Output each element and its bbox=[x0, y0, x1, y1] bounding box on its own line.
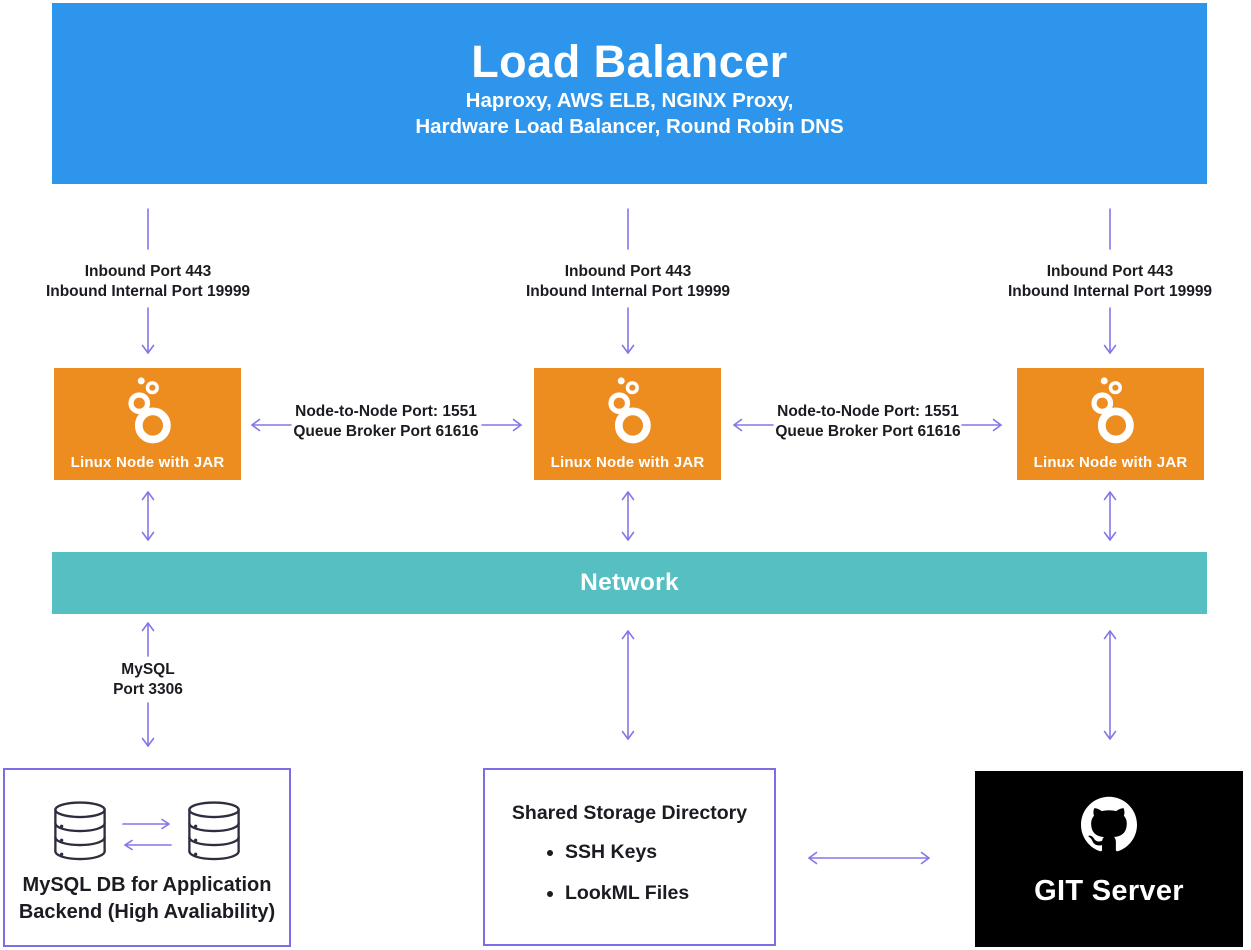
db-replication-cluster bbox=[5, 800, 289, 869]
mysql-db-box: MySQL DB for Application Backend (High A… bbox=[3, 768, 291, 947]
arrow-leftright-icon bbox=[808, 851, 930, 865]
arrow-left-icon bbox=[124, 839, 172, 851]
shared-storage-box: Shared Storage Directory SSH Keys LookML… bbox=[483, 768, 776, 946]
connector-line bbox=[627, 208, 629, 250]
connector-line bbox=[147, 208, 149, 250]
shared-storage-list: SSH Keys LookML Files bbox=[565, 841, 774, 905]
git-server-label: GIT Server bbox=[1034, 875, 1184, 907]
github-octocat-icon bbox=[975, 796, 1243, 852]
arrow-down-icon bbox=[141, 307, 155, 354]
load-balancer-box: Load Balancer Haproxy, AWS ELB, NGINX Pr… bbox=[52, 3, 1207, 184]
arrow-right-icon bbox=[961, 418, 1002, 432]
network-box: Network bbox=[52, 552, 1207, 614]
arrow-down-icon bbox=[1103, 307, 1117, 354]
looker-bubbles-icon bbox=[1017, 373, 1204, 447]
inbound-ports-label: Inbound Port 443 Inbound Internal Port 1… bbox=[525, 263, 731, 300]
git-server-box: GIT Server bbox=[975, 771, 1243, 947]
arrow-updown-icon bbox=[1103, 630, 1117, 740]
arrow-up-icon bbox=[141, 622, 155, 657]
linux-node-box-2: Linux Node with JAR bbox=[534, 368, 721, 480]
inbound-ports-label: Inbound Port 443 Inbound Internal Port 1… bbox=[45, 263, 251, 300]
linux-node-box-3: Linux Node with JAR bbox=[1017, 368, 1204, 480]
arrow-updown-icon bbox=[621, 630, 635, 740]
database-cylinder-icon bbox=[186, 800, 242, 869]
arrow-updown-icon bbox=[141, 491, 155, 541]
shared-storage-title: Shared Storage Directory bbox=[511, 802, 748, 824]
list-item: LookML Files bbox=[565, 882, 774, 905]
node-label: Linux Node with JAR bbox=[550, 454, 705, 471]
arrow-updown-icon bbox=[621, 491, 635, 541]
load-balancer-subtitle-2: Hardware Load Balancer, Round Robin DNS bbox=[415, 115, 844, 138]
arrow-left-icon bbox=[733, 418, 774, 432]
mysql-db-label: MySQL DB for Application Backend (High A… bbox=[18, 874, 276, 923]
network-label: Network bbox=[580, 569, 679, 596]
node-link-label: Node-to-Node Port: 1551 Queue Broker Por… bbox=[775, 403, 961, 440]
arrow-right-icon bbox=[481, 418, 522, 432]
node-label: Linux Node with JAR bbox=[1033, 454, 1188, 471]
arrow-left-icon bbox=[251, 418, 292, 432]
mysql-port-label: MySQL Port 3306 bbox=[113, 661, 183, 698]
node-link-label: Node-to-Node Port: 1551 Queue Broker Por… bbox=[293, 403, 479, 440]
linux-node-box-1: Linux Node with JAR bbox=[54, 368, 241, 480]
arrow-down-icon bbox=[141, 702, 155, 747]
database-cylinder-icon bbox=[52, 800, 108, 869]
node-label: Linux Node with JAR bbox=[70, 454, 225, 471]
arrow-down-icon bbox=[621, 307, 635, 354]
replication-arrows bbox=[121, 818, 173, 851]
list-item: SSH Keys bbox=[565, 841, 774, 864]
arrow-updown-icon bbox=[1103, 491, 1117, 541]
load-balancer-subtitle-1: Haproxy, AWS ELB, NGINX Proxy, bbox=[465, 89, 794, 112]
inbound-ports-label: Inbound Port 443 Inbound Internal Port 1… bbox=[1007, 263, 1213, 300]
arrow-right-icon bbox=[122, 818, 170, 830]
looker-bubbles-icon bbox=[54, 373, 241, 447]
looker-bubbles-icon bbox=[534, 373, 721, 447]
load-balancer-title: Load Balancer bbox=[471, 36, 788, 87]
connector-line bbox=[1109, 208, 1111, 250]
